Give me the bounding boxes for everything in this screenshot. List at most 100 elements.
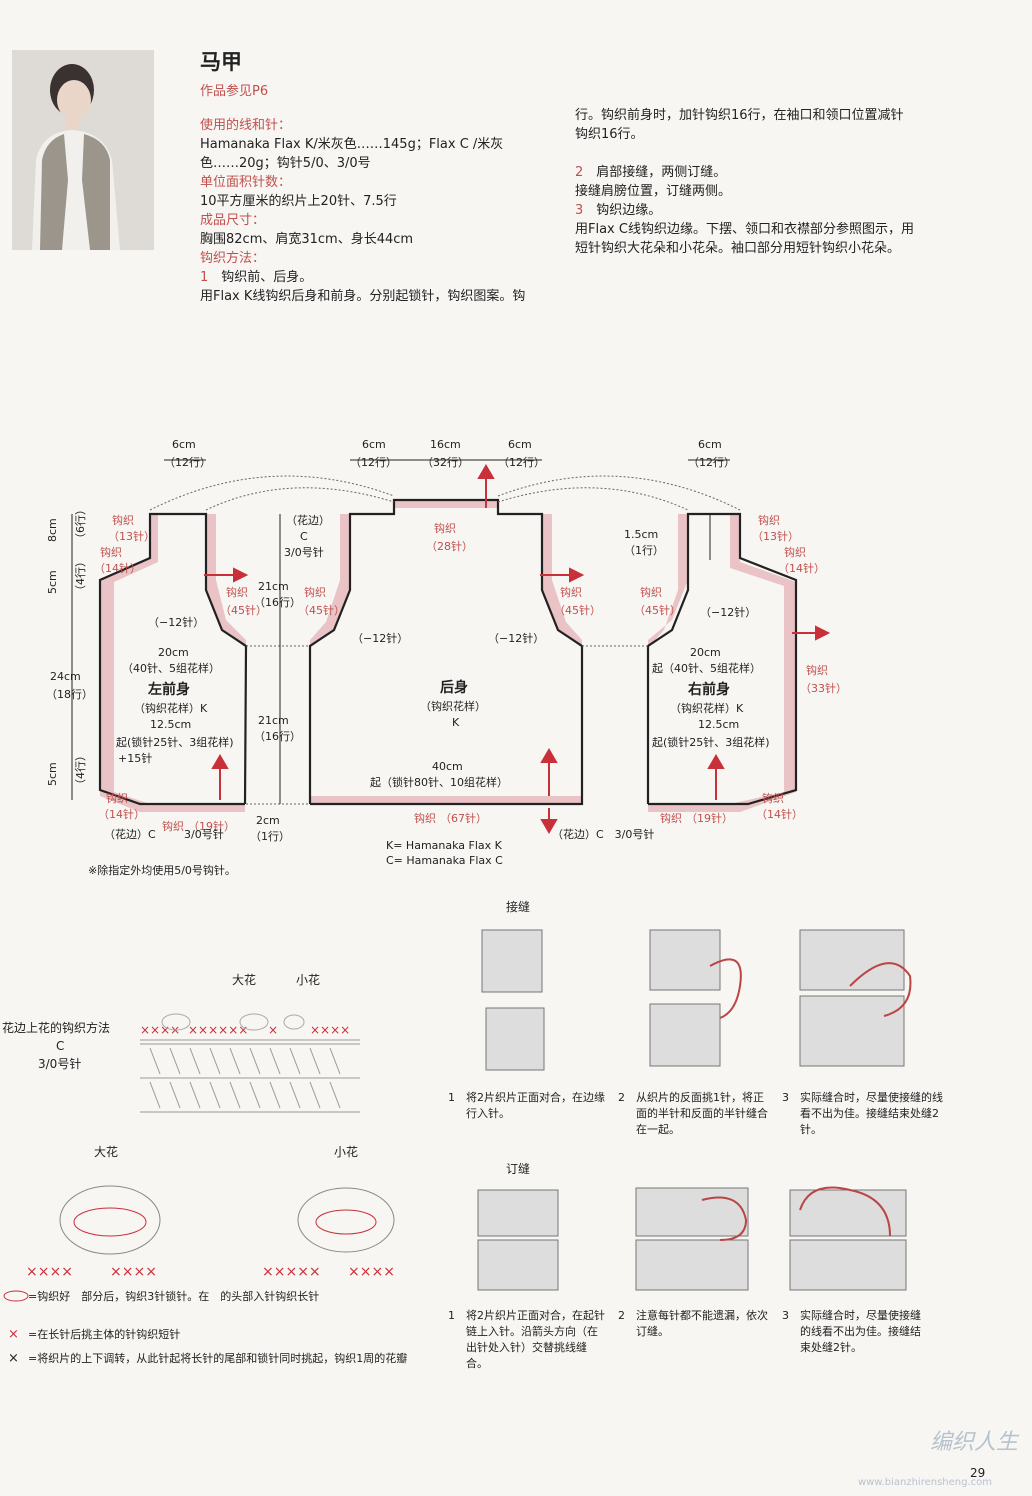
lf-armhole-count: （45针） [220,603,267,617]
dim-h2-rows: （4行） [74,556,87,596]
rf-armhole-count: （45针） [634,603,681,617]
svg-text:××××××: ×××××× [188,1023,248,1037]
rf-hem-count: （19针） [686,811,733,825]
seam-2-top [649,929,721,991]
lf-front-crochet: 钩织 [100,545,122,559]
lf-pattern: （钩织花样）K [134,701,208,715]
sew-illustrations [477,1186,907,1291]
seam-2-yarn [709,958,742,1019]
back-pattern: （钩织花样） [420,699,486,713]
gauge-text: 10平方厘米的织片上20针、7.5行 [200,194,397,209]
work-reference: 作品参见P6 [200,84,269,99]
step1-number: 1 [200,270,209,285]
edge-x-marks: ××××××××××××××× [140,1023,350,1037]
back-width: 40cm [432,760,463,773]
hook-left: 3/0号针 [284,545,324,559]
step3-number: 3 [575,203,584,218]
key3-icon: × [8,1351,19,1366]
sew-step2: 2 注意每针都不能遗漏，依次订缝。 [618,1308,772,1340]
lf-hem-curve-crochet: 钩织 [106,791,128,805]
edge-method-title: 花边上花的钩织方法 [2,1020,110,1035]
back-right-armhole-crochet: 钩织 [560,585,582,599]
hem-height: 2cm [256,814,280,827]
seam-1-bottom [485,1007,545,1071]
right-front-title: 右前身 [687,681,730,698]
svg-text:××××: ×××× [310,1023,350,1037]
method-heading: 钩织方法： [200,251,266,266]
size-text: 胸围82cm、肩宽31cm、身长44cm [200,232,414,247]
rf-hem-curve-count: （14针） [756,807,803,821]
dim-back-neck: 16cm [430,438,461,451]
page-number: 29 [970,1466,986,1480]
seam-heading: 接缝 [506,900,531,914]
seam-step2: 2 从织片的反面挑1针，将正面的半针和反面的半针缝合在一起。 [618,1090,772,1138]
lf-neck-crochet: 钩织 [112,513,134,527]
edge-method-yarn: C [56,1039,64,1053]
sew-step2-text: 注意每针都不能遗漏，依次订缝。 [636,1309,768,1338]
sew-1-top [477,1189,559,1237]
direction-arrows [204,464,831,834]
sew-3-top [789,1189,907,1237]
edge-c-left: C [300,530,308,543]
edge-stitch-grid [140,1039,360,1113]
top-dimension-lines [71,459,730,804]
key2-text: =在长针后挑主体的针钩织短针 [28,1327,180,1341]
watermark-url: www.bianzhirensheng.com [857,1477,992,1488]
lf-hem-crochet-word: 钩织 [162,819,184,833]
rf-width: 20cm [690,646,721,659]
rf-shoulder-height: 1.5cm [624,528,658,541]
rf-shoulder-rows: （1行） [624,544,664,557]
rf-edge-count: （33针） [800,681,847,695]
edge-method-hook: 3/0号针 [38,1056,81,1071]
rf-hem-crochet-word: 钩织 [660,811,682,825]
back-title: 后身 [440,679,468,696]
seam-3-top [799,929,905,991]
rf-front-count: （14针） [778,561,825,575]
big-flower-diagram [59,1185,161,1255]
legend-k: K= Hamanaka Flax K [386,839,502,852]
hook-note: ※除指定外均使用5/0号钩针。 [88,864,236,877]
back-hem-crochet: 钩织（67针） [414,811,487,825]
back-k: K [452,716,460,729]
svg-text:××××: ×××× [140,1023,180,1037]
sew-step1-text: 将2片织片正面对合，在起针链上入针。沿箭头方向（在出针处入针）交替挑线缝合。 [466,1309,605,1370]
back-left-decrease: （−12针） [352,631,408,645]
step1-continued: 用Flax K线钩织后身和前身。分别起锁针，钩织图案。钩织后身时，边加减针边钩织… [575,106,920,163]
step3-text: 用Flax C线钩织边缘。下摆、领口和衣襟部分参照图示，用短针钩织大花朵和小花朵… [575,222,914,256]
seam-step1-number: 1 [448,1091,455,1104]
big-flower-label: 大花 [232,972,256,987]
seam-2-bottom [649,1003,721,1067]
key2-icon: × [8,1327,19,1342]
lf-armhole-crochet: 钩织 [226,585,248,599]
vest-schematic: 6cm （12行） 6cm （12行） 16cm （32行） 6cm （12行）… [46,438,847,843]
back-left-armhole-crochet: 钩织 [304,585,326,599]
seam-step3: 3 实际缝合时，尽量使接缝的线看不出为佳。接缝结束处缝2针。 [782,1090,950,1138]
lf-width-lower: 12.5cm [150,718,191,731]
rf-start: 起(锁针25针、3组花样) [652,735,770,749]
sew-1-bottom [477,1239,559,1291]
lf-plus15: +15针 [118,751,152,765]
step1-body: 用Flax K线钩织后身和前身。分别起锁针，钩织图案。钩织后身时，边加减针边钩织… [200,289,526,304]
svg-text:××××: ×××× [26,1264,73,1280]
materials-heading: 使用的线和针： [200,118,292,133]
piece-outlines [98,498,798,806]
lf-neck-count: （13针） [108,529,155,543]
back-neck-crochet: 钩织 [434,521,456,535]
rf-width-lower: 12.5cm [698,718,739,731]
lf-stitches: （40针、5组花样） [122,661,220,675]
size-heading: 成品尺寸： [200,213,266,228]
dim-h4: 5cm [46,762,59,786]
gauge-heading: 单位面积针数： [200,175,292,190]
key1-icon [3,1290,29,1302]
sew-step3-text: 实际缝合时，尽量使接缝的线看不出为佳。接缝结束处缝2针。 [800,1309,921,1354]
seam-step2-number: 2 [618,1091,625,1104]
seam-3-bottom [799,995,905,1067]
body-height: 21cm [258,714,289,727]
flower-chart: 大花 小花 花边上花的钩织方法 C 3/0号针 ××××××××××××××× … [2,972,407,1366]
armhole-height: 21cm [258,580,289,593]
lf-hem-curve-count: （14针） [98,807,145,821]
dim-back-left-shoulder-rows: （12行） [350,456,397,469]
key3-text: =将织片的上下调转，从此针起将长针的尾部和锁针同时挑起，钩织1周的花瓣 [28,1351,407,1365]
dim-back-right-shoulder-rows: （12行） [498,456,545,469]
sew-step1-number: 1 [448,1309,455,1322]
